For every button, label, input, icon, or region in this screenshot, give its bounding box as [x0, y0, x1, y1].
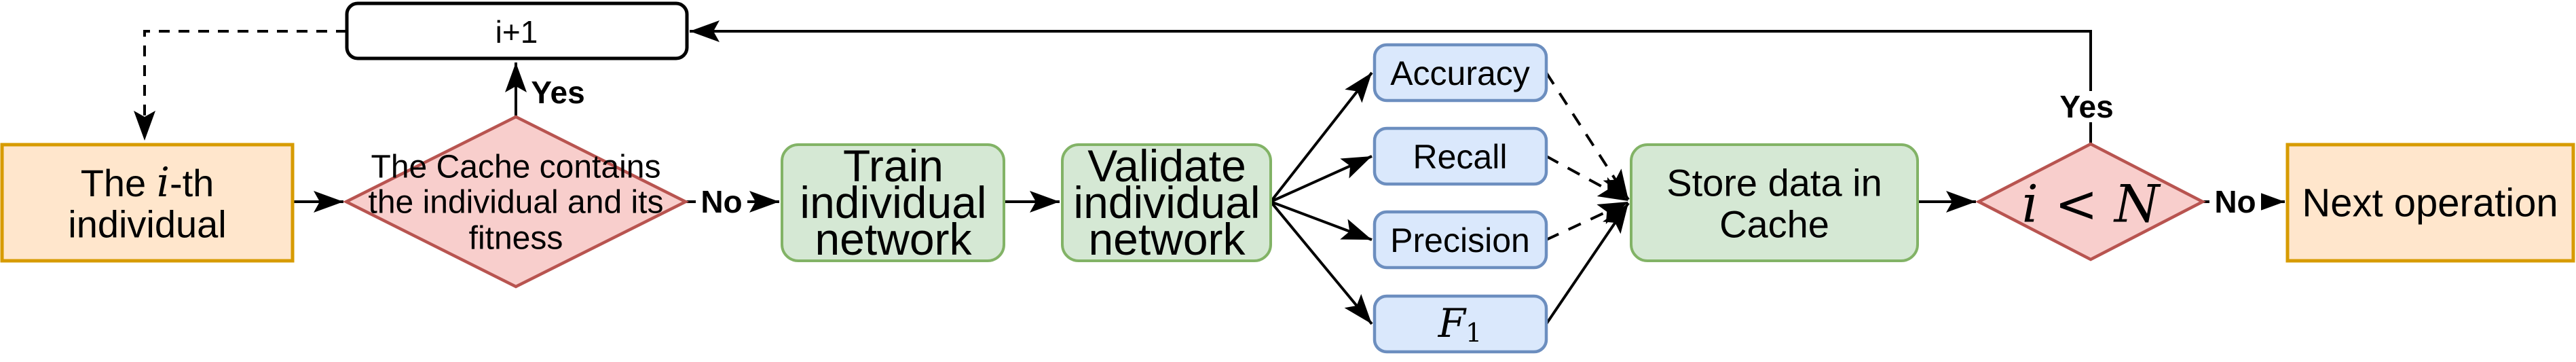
validate-network-shape: [1061, 143, 1272, 262]
node-next-operation: Next operation: [2285, 143, 2575, 263]
edge-increment-to-individual-dashed: [134, 30, 347, 141]
loop-no-label: No: [2214, 184, 2256, 219]
edge-label-loop-no: No: [2209, 184, 2261, 219]
edge-recall-to-store-dashed: [1546, 155, 1629, 202]
accuracy-label: Accuracy: [1390, 54, 1530, 92]
ith-individual-shape: [0, 143, 295, 263]
node-train-network: Train individual network: [781, 141, 1005, 264]
cache-no-label-bg: [696, 186, 747, 217]
next-operation-shape: [2285, 143, 2575, 263]
store-line1: Store data in: [1666, 162, 1882, 204]
ith-individual-line1: The i-th: [81, 159, 214, 206]
validate-line1: Validate: [1087, 141, 1246, 191]
increment-label: i+1: [496, 14, 538, 50]
cache-check-line1: The Cache contains: [371, 149, 661, 185]
node-metric-f1: F1: [1373, 294, 1548, 354]
node-metric-recall: Recall: [1373, 126, 1548, 186]
recall-shape: [1373, 126, 1548, 186]
increment-shape: [345, 1, 689, 60]
loop-yes-label: Yes: [2059, 89, 2113, 124]
edge-validate-to-precision: [1270, 200, 1373, 241]
i-variable: i: [157, 159, 170, 206]
loop-no-label-bg: [2209, 186, 2261, 217]
edge-validate-to-f1: [1269, 200, 1373, 325]
node-increment: i+1: [345, 1, 689, 60]
ith-individual-line2: individual: [68, 203, 227, 246]
node-metric-precision: Precision: [1373, 210, 1548, 270]
edge-label-loop-yes: Yes: [2054, 89, 2119, 124]
f1-label: F1: [1438, 300, 1482, 348]
f1-base: F: [1438, 300, 1467, 346]
node-validate-network: Validate individual network: [1061, 141, 1272, 264]
cache-no-label: No: [701, 184, 742, 219]
ith-line1-post: -th: [170, 162, 214, 204]
edge-validate-to-recall: [1270, 155, 1373, 203]
node-ith-individual: The i-th individual: [0, 143, 295, 263]
precision-shape: [1373, 210, 1548, 270]
train-network-shape: [781, 143, 1005, 262]
precision-label: Precision: [1390, 221, 1530, 259]
train-line3: network: [815, 214, 972, 264]
f1-shape: [1373, 294, 1548, 354]
loop-yes-label-bg: [2054, 91, 2119, 122]
node-loop-check: i < N: [1975, 142, 2206, 261]
cache-check-shape: [342, 115, 690, 289]
recall-label: Recall: [1413, 138, 1508, 176]
train-line2: individual: [800, 177, 986, 228]
edge-label-cache-yes: Yes: [531, 75, 584, 110]
loop-check-shape: [1975, 142, 2206, 261]
validate-line3: network: [1088, 214, 1246, 264]
next-operation-label: Next operation: [2302, 181, 2558, 225]
loop-check-label: i < N: [2022, 174, 2161, 234]
accuracy-shape: [1373, 43, 1548, 103]
store-line2: Cache: [1719, 203, 1829, 246]
ith-line1-pre: The: [81, 162, 157, 204]
node-metric-accuracy: Accuracy: [1373, 43, 1548, 103]
cache-check-line2: the individual and its: [369, 185, 664, 221]
edge-accuracy-to-store-dashed: [1545, 71, 1630, 201]
edge-f1-to-store: [1545, 202, 1630, 325]
cache-check-line3: fitness: [469, 221, 563, 257]
store-cache-shape: [1630, 143, 1919, 262]
node-cache-check: The Cache contains the individual and it…: [342, 115, 690, 289]
edge-label-cache-no: No: [696, 184, 747, 219]
train-line1: Train: [843, 141, 944, 191]
cache-yes-label: Yes: [531, 75, 584, 110]
validate-line2: individual: [1073, 177, 1260, 228]
node-store-cache: Store data in Cache: [1630, 143, 1919, 262]
edge-validate-to-accuracy: [1269, 71, 1373, 203]
f1-subscript: 1: [1466, 318, 1482, 348]
